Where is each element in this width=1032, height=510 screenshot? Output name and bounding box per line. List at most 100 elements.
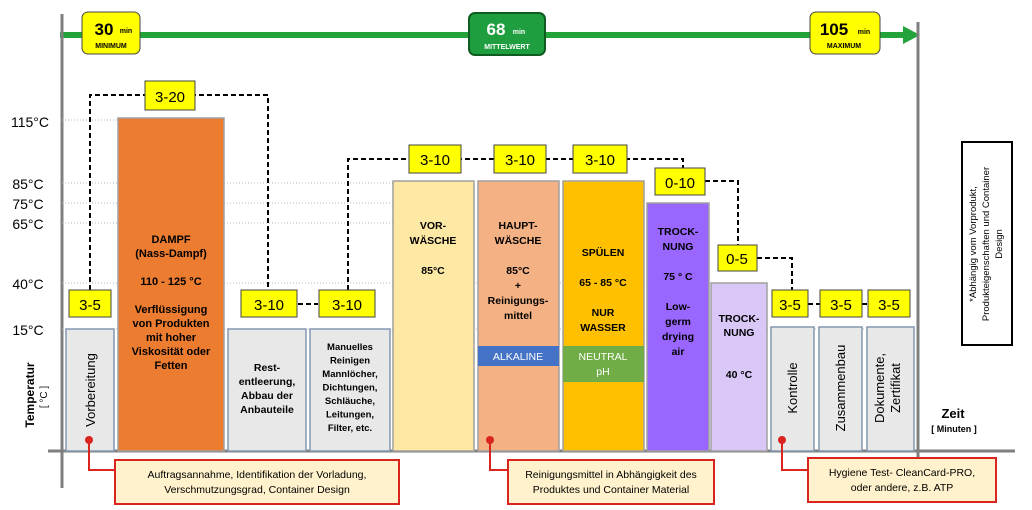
text-line: WÄSCHE [495,234,542,247]
y-tick-75: 75°C [12,196,43,212]
text-line: 40 °C [726,369,753,381]
step-kontrolle-label: Kontrolle [785,362,800,413]
text-line: Low- [666,301,691,313]
side-note-line-1: *Abhängig vom Vorprodukt, [968,186,979,302]
text-line: 65 - 85 °C [579,277,627,289]
text-line: Verschmutzungsgrad, Container Design [164,484,350,496]
svg-text:3-5: 3-5 [830,297,852,314]
text-line: 110 - 125 °C [140,276,201,288]
note-hygiene-test: Hygiene Test- CleanCard-PRO, oder andere,… [778,436,997,503]
max-time-unit: min [858,29,870,36]
svg-text:3-10: 3-10 [505,152,535,169]
text-line: Filter, etc. [328,423,372,434]
text-line: Leitungen, [326,410,374,421]
text-line: oder andere, z.B. ATP [851,482,954,494]
text-line: Dichtungen, [323,383,378,394]
duration-badge-dampf: 3-20 [144,80,196,111]
text-line: mittel [504,310,532,322]
text-line: 85°C [421,265,445,277]
text-line: (Nass-Dampf) [135,248,207,260]
average-time-badge: 68 min MITTELWERT [468,12,546,56]
y-axis-unit: [ °C ] [39,386,50,409]
text-line: DAMPF [151,234,190,246]
text-line: Schläuche, [325,396,375,407]
x-axis-unit: [ Minuten ] [931,424,977,434]
text-line: entleerung, [239,376,296,388]
text-line: air [672,346,685,358]
text-line: 85°C [506,265,530,277]
duration-badge-rest: 3-10 [240,289,298,318]
min-time-unit: min [120,28,132,35]
duration-badges: 3-20 3-5 3-10 3-10 3-10 3-10 3-10 0-10 0… [68,80,911,318]
text-line: NUNG [724,327,755,339]
y-tick-15: 15°C [12,322,43,338]
svg-text:3-5: 3-5 [878,297,900,314]
note-auftragsannahme: Auftragsannahme, Identifikation der Vorl… [85,436,400,505]
text-line: VOR- [420,220,447,232]
text-line: TROCK- [658,226,699,238]
step-vorbereitung-label: Vorbereitung [83,353,98,427]
max-time-label: MAXIMUM [827,43,861,50]
y-axis-label: Temperatur [23,362,37,427]
text-line: Reinigungsmittel in Abhängigkeit des [525,469,697,481]
min-time-value: 30 [95,20,114,39]
text-line: NUR [592,307,615,319]
note-hygiene-test-text: Hygiene Test- CleanCard-PRO, oder andere,… [829,467,975,494]
step-zusammenbau: Zusammenbau [818,326,863,452]
text-line: Viskosität oder [132,346,211,358]
step-dokumente-label-1: Dokumente, [872,353,887,423]
text-line: 75 ° C [663,271,693,283]
text-line: WASSER [580,322,626,334]
alkaline-label: ALKALINE [493,351,543,363]
x-axis-label: Zeit [941,406,965,421]
text-line: SPÜLEN [582,246,625,259]
duration-badge-dokumente: 3-5 [867,289,911,318]
text-line: Mannlöcher, [322,369,377,380]
step-dokumente-label-2: Zertifikat [888,363,903,413]
text-line: Manuelles [327,342,373,353]
svg-text:3-5: 3-5 [79,297,101,314]
text-line: Hygiene Test- CleanCard-PRO, [829,467,975,479]
y-tick-115: 115°C [11,114,49,130]
duration-badge-zusammenbau: 3-5 [819,289,863,318]
duration-badge-manuelles: 3-10 [318,289,376,318]
y-tick-40: 40°C [12,276,43,292]
text-line: Fetten [155,360,188,372]
svg-text:0-5: 0-5 [726,251,748,268]
average-time-unit: min [513,29,525,36]
duration-badge-spuelen: 3-10 [572,144,628,174]
text-line: mit hoher [146,332,197,344]
duration-badge-trocknung-2: 0-5 [717,244,758,272]
max-time-badge: 105 min MAXIMUM [809,11,881,55]
alkaline-band [478,346,559,366]
average-time-label: MITTELWERT [484,44,530,51]
text-line: Auftragsannahme, Identifikation der Vorl… [148,469,367,481]
step-kontrolle: Kontrolle [770,326,815,452]
step-dokumente: Dokumente, Zertifikat [866,326,915,452]
note-auftragsannahme-text: Auftragsannahme, Identifikation der Vorl… [148,469,367,496]
svg-text:3-20: 3-20 [155,89,185,106]
svg-text:3-5: 3-5 [779,297,801,314]
side-note-line-2: Produkteigenschaften und Container [981,167,992,321]
step-vorbereitung: Vorbereitung [65,328,115,452]
average-time-value: 68 [487,20,506,39]
text-line: NEUTRAL [578,351,627,363]
annotation-notes: Auftragsannahme, Identifikation der Vorl… [85,436,997,505]
duration-badge-hauptwaesche: 3-10 [493,144,547,174]
text-line: drying [662,331,694,343]
y-tick-85: 85°C [12,176,43,192]
